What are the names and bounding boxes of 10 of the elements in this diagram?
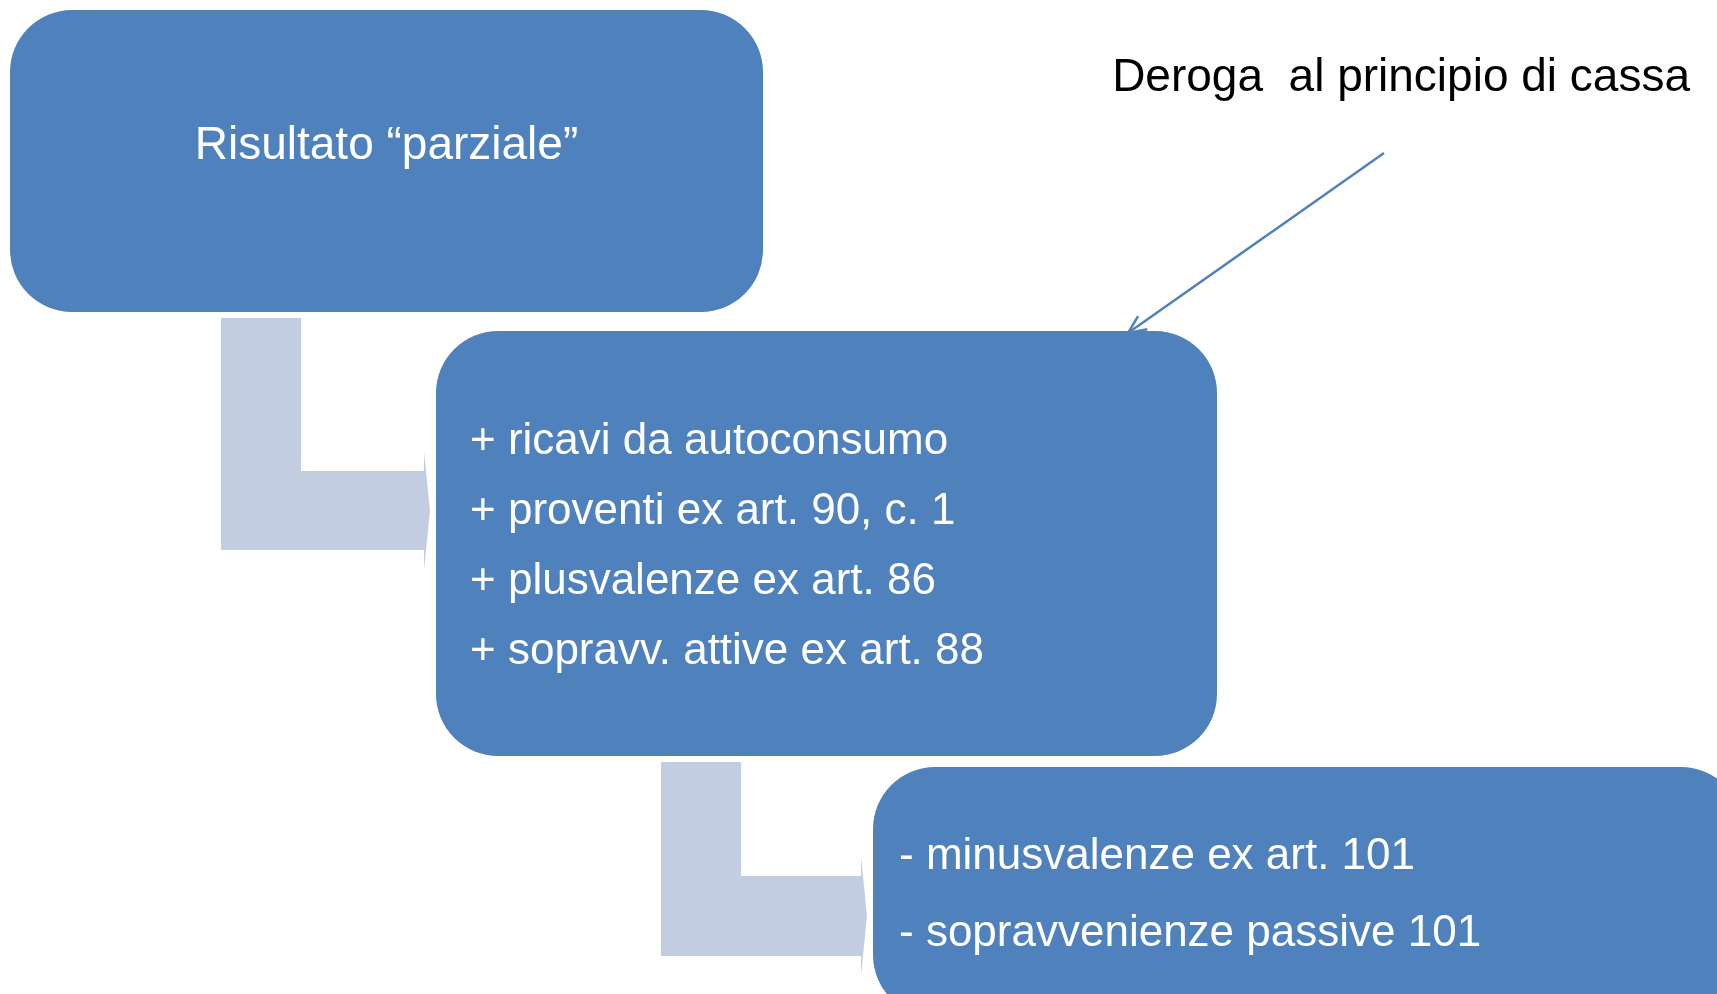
annotation-text: Deroga al principio di cassa	[1112, 48, 1690, 103]
list-item: + sopravv. attive ex art. 88	[470, 622, 985, 675]
list-item: - sopravvenienze passive 101	[899, 905, 1483, 957]
process-box	[10, 10, 763, 312]
process-box	[873, 767, 1717, 994]
list-item: - minusvalenze ex art. 101	[899, 828, 1417, 880]
list-item: + ricavi da autoconsumo	[470, 412, 950, 465]
list-item: + proventi ex art. 90, c. 1	[470, 482, 957, 535]
process-box	[436, 331, 1217, 756]
list-item: + plusvalenze ex art. 86	[470, 552, 937, 605]
